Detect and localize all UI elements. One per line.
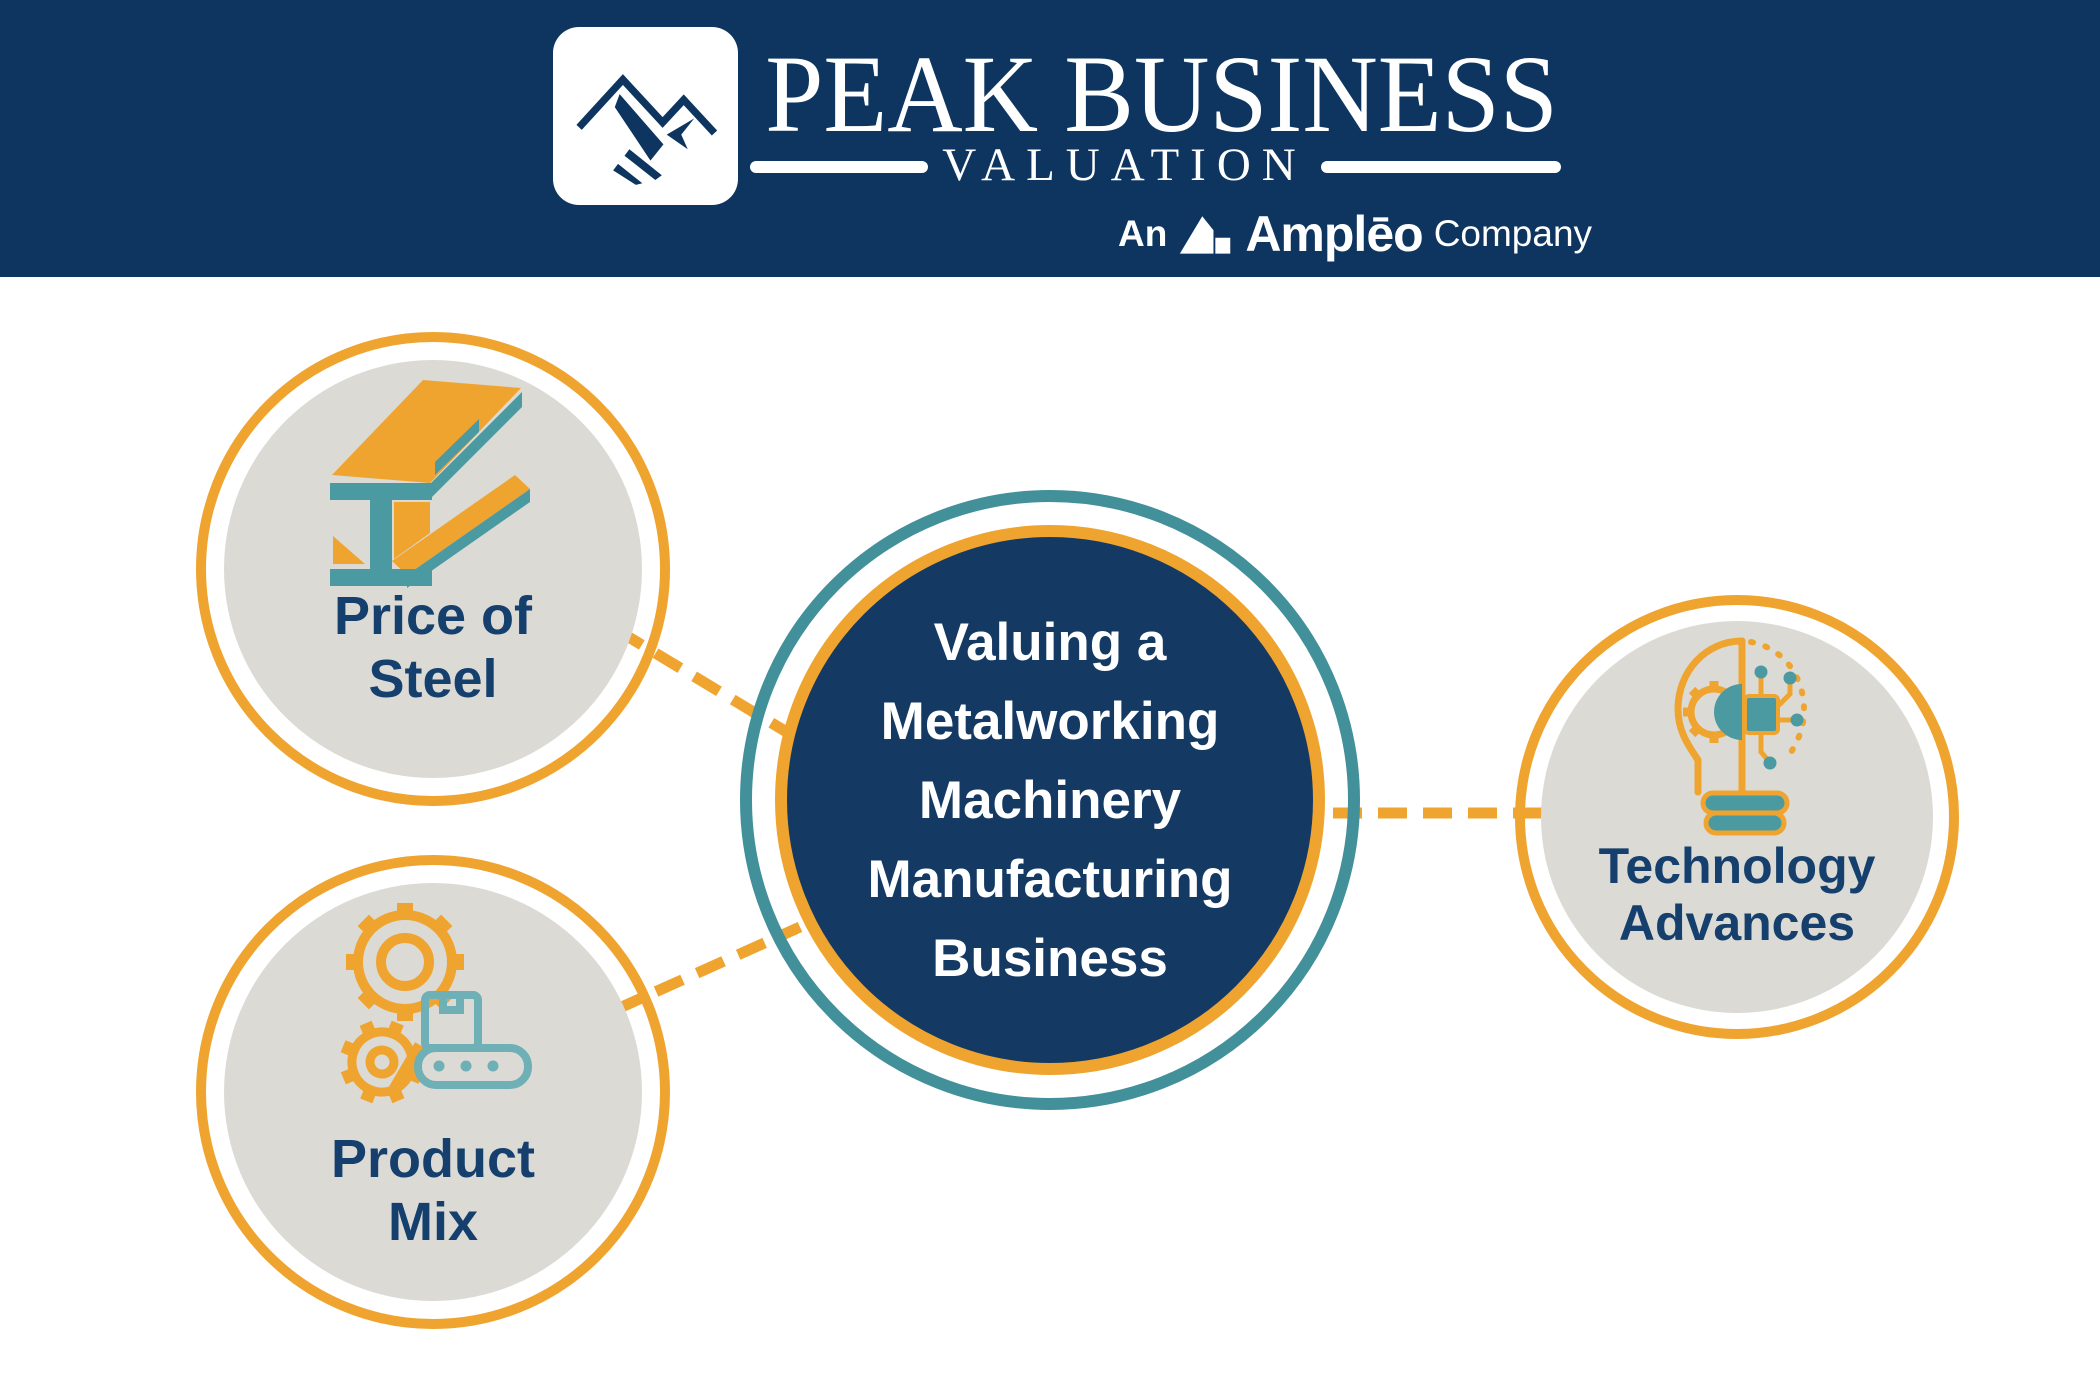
tech-node-ring: Technology Advances (1515, 595, 1959, 1039)
byline-prefix: An (1118, 213, 1168, 254)
connector-price-to-center (614, 625, 798, 742)
ampleo-byline: An Amplēo Company (1118, 206, 1593, 262)
byline-brand: Amplēo (1245, 206, 1423, 262)
center-title-line: Metalworking (880, 691, 1220, 751)
product-node-ring: Product Mix (196, 855, 670, 1329)
price-node-ring: Price of Steel (196, 332, 670, 806)
tech-node-circle: Technology Advances (1541, 621, 1933, 1013)
price-node-label: Price of Steel (333, 586, 533, 709)
steel-ibeam-icon (330, 380, 530, 588)
center-title-line: Manufacturing (867, 849, 1233, 909)
brand-title: PEAK BUSINESS (765, 33, 1558, 155)
ampleo-mark-icon (1180, 216, 1231, 254)
price-node-circle: Price of Steel (224, 360, 642, 778)
brand-subtitle-row: VALUATION (748, 139, 1563, 191)
product-node-label: Product Mix (330, 1129, 535, 1252)
left-rule (750, 161, 929, 173)
center-node-teal-ring: Valuing a Metalworking Machinery Manufac… (740, 490, 1360, 1110)
center-node-circle: Valuing a Metalworking Machinery Manufac… (775, 525, 1325, 1075)
header-band: PEAK BUSINESS VALUATION An Amplēo Compan… (0, 0, 2100, 277)
byline-suffix: Company (1433, 213, 1593, 254)
connector-product-to-center (612, 921, 803, 1016)
peak-logo-box (553, 27, 738, 205)
mountain-logo-icon (575, 74, 717, 185)
lightbulb-circuit-icon (1674, 637, 1808, 836)
center-title-line: Business (932, 928, 1168, 988)
tech-node-label: Technology Advances (1598, 838, 1876, 951)
right-rule (1320, 161, 1561, 173)
product-node-circle: Product Mix (224, 883, 642, 1301)
brand-subtitle: VALUATION (942, 139, 1307, 191)
center-title-line: Valuing a (933, 612, 1167, 672)
gears-conveyor-icon (340, 903, 532, 1104)
center-title-line: Machinery (918, 770, 1182, 830)
